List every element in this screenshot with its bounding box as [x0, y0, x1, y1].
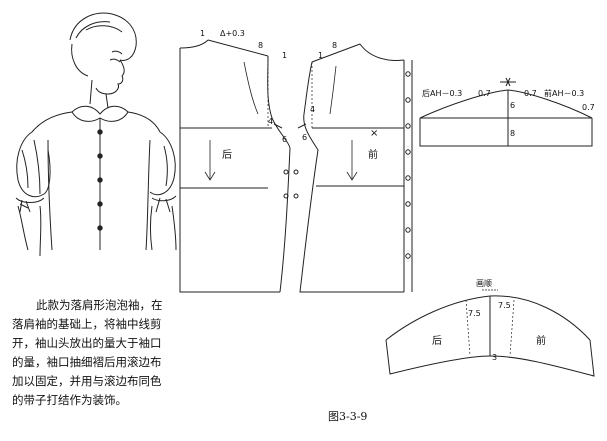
puff-back-label: 后: [432, 335, 442, 347]
sleeve-right-07: 0.7: [524, 89, 537, 98]
back-armhole-4: 4: [268, 117, 273, 126]
description-line: 加以固定，并用与滚边布同色: [12, 374, 162, 388]
puff-top-label: 画顺: [476, 279, 492, 288]
back-bodice: [179, 39, 291, 293]
front-armhole-4: 4: [310, 105, 315, 114]
front-bodice-label: 前: [368, 148, 378, 161]
description-line: 落肩袖的基础上，将袖中线剪: [12, 317, 162, 331]
sleeve-draft: [419, 77, 593, 147]
front-neck-1: 1: [318, 51, 323, 60]
sleeve-cap-height: 6: [510, 101, 515, 110]
description-line: 的量，袖口抽细褶后用滚边布: [12, 355, 162, 369]
puff-right-75: 7.5: [498, 301, 511, 310]
front-bodice: [283, 43, 413, 293]
back-neck-1: 1: [200, 29, 205, 38]
puff-front-label: 前: [536, 334, 546, 347]
puff-sleeve: [385, 289, 595, 377]
sleeve-far-right-07: 0.7: [582, 103, 595, 112]
puff-left-75: 7.5: [468, 309, 481, 318]
back-shoulder-1: 1: [282, 51, 287, 60]
back-bodice-label: 后: [222, 149, 232, 161]
description-line: 的带子打结作为装饰。: [12, 393, 127, 407]
front-shoulder-8: 8: [332, 41, 337, 50]
back-shoulder-raise: Δ+0.3: [220, 29, 245, 38]
back-armhole-6: 6: [282, 135, 287, 144]
figure-caption: 图3-3-9: [328, 410, 367, 423]
description-line: 开，袖山头放出的量大于袖口: [12, 336, 162, 350]
back-shoulder-8: 8: [258, 41, 263, 50]
sleeve-front-ah: 前AH－0.3: [544, 88, 584, 98]
sleeve-left-07: 0.7: [478, 89, 491, 98]
sleeve-cap-height-lower: 8: [510, 129, 515, 138]
fashion-illustration: [15, 12, 177, 257]
front-bust-mark: ×: [370, 128, 378, 139]
description-text: 此款为落肩形泡泡袖，在 落肩袖的基础上，将袖中线剪 开，袖山头放出的量大于袖口 …: [12, 296, 202, 410]
front-armhole-6: 6: [302, 133, 307, 142]
sleeve-back-ah: 后AH－0.3: [422, 88, 462, 98]
description-line: 此款为落肩形泡泡袖，在: [36, 298, 163, 312]
puff-bottom-3: 3: [492, 353, 497, 362]
